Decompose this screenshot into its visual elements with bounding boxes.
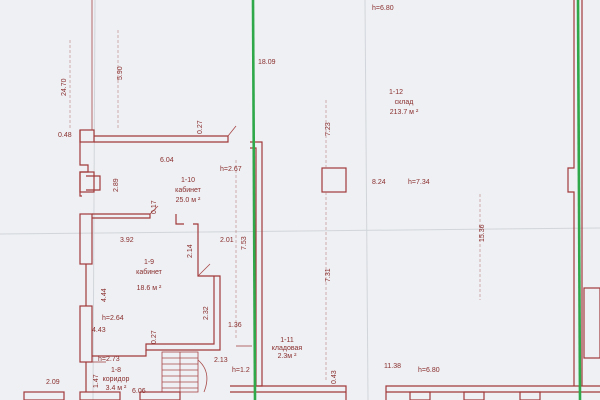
room-name: кладовая [272,345,303,352]
dimension-label: 4.43 [92,327,106,334]
room-name: кабинет [136,268,163,276]
room-area: 213.7 м ² [390,109,419,116]
dimension-label: 2.01 [220,237,234,244]
room-area: 18.6 м ² [137,285,162,292]
room-number: 1-12 [389,89,403,96]
dimension-label: 0.27 [151,330,158,344]
room-1-9: 1-9 кабинет 18.6 м ² h=2.64 [102,259,163,322]
dimension-label: 2.09 [46,379,60,386]
room-height: h=2.64 [102,315,124,322]
room-area: 3.4 м ² [106,385,127,392]
highlight-boundary [251,0,582,400]
dimension-label: 8.24 [372,179,386,186]
dimension-label: 18.09 [258,59,276,66]
dimension-label: 2.89 [113,178,120,192]
column [321,167,347,193]
dimension-label: 7.53 [241,236,248,250]
dimension-label: 0.27 [197,120,204,134]
staircase [161,351,208,393]
dimension-lines [69,30,481,380]
dimension-label: h=6.80 [372,5,394,12]
dimension-label: 4.44 [101,288,108,302]
dimension-label: 6.06 [132,388,146,395]
dimension-label: 0.17 [151,200,158,214]
room-name: склад [395,99,414,106]
room-height: h=7.34 [408,179,430,186]
dimension-label: 0.48 [58,132,72,139]
room-1-11: 1-11 кладовая 2.3м ² h=1.2 [232,337,302,374]
room-name: коридор [103,376,130,383]
room-number: 1-9 [144,259,154,266]
dimension-label: 2.32 [203,306,210,320]
paper-fold-line [92,0,96,400]
dimension-label: 1.47 [93,374,100,388]
room-area: 25.0 м ² [176,197,201,204]
room-height: h=2.73 [98,356,120,363]
dimension-label: 0.43 [331,370,338,384]
dimension-label: 6.04 [160,157,174,164]
dimension-label: 2.13 [214,357,228,364]
dimension-label: 11.38 [384,363,401,370]
dimension-label: 3.92 [120,237,134,244]
dimension-label: h=6.80 [418,367,440,374]
room-number: 1-8 [111,367,121,374]
room-name: кабинет [175,186,202,194]
room-1-12: 1-12 склад 213.7 м ² h=7.34 [389,89,430,186]
dimension-label: 5.90 [117,66,124,80]
room-number: 1-10 [181,177,195,184]
paper-fold-line [0,227,600,235]
dimension-label: 7.23 [325,122,332,136]
dimension-label: 15.36 [479,224,486,242]
room-area: 2.3м ² [278,353,297,360]
dimension-label: 24.70 [61,78,68,96]
dimension-label: 1.36 [228,322,242,329]
walls [23,0,600,400]
dimension-label: 7.31 [325,268,332,282]
room-height: h=1.2 [232,367,250,374]
dimension-label: 2.14 [187,244,194,258]
room-number: 1-11 [280,337,294,344]
paper-fold-line [364,0,369,400]
room-1-8: 1-8 коридор 3.4 м ² h=2.73 [98,356,129,392]
room-1-10: 1-10 кабинет 25.0 м ² h=2.67 [175,166,242,204]
dimension-labels: 24.70 5.90 18.09 h=6.80 0.48 0.27 7.23 6… [46,5,486,395]
room-height: h=2.67 [220,166,242,173]
